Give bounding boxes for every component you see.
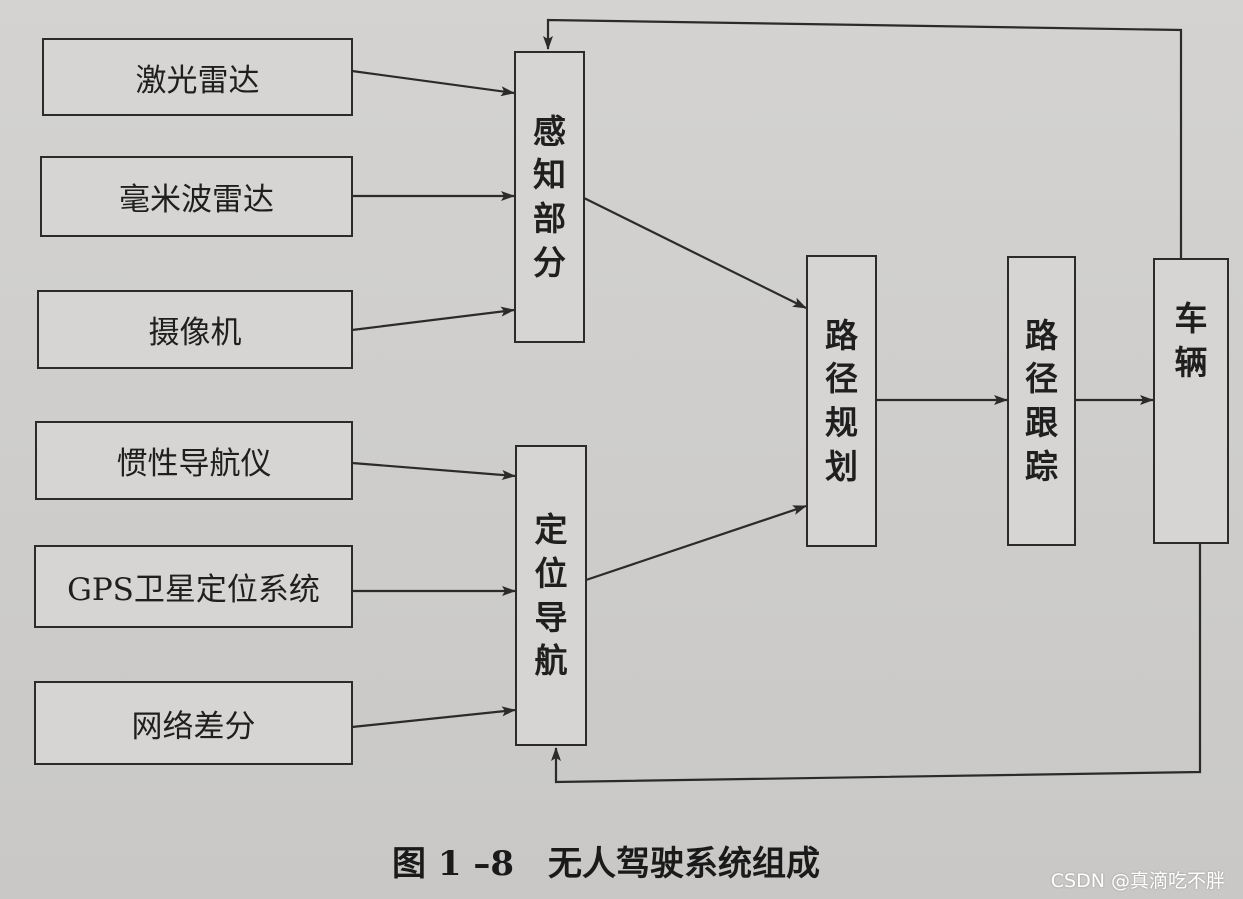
- box-lidar: 激光雷达: [42, 38, 353, 116]
- arrow-perception-to-planning: [583, 197, 807, 309]
- arrow-ins-to-localization: [351, 461, 516, 480]
- box-mmwave-radar: 毫米波雷达: [40, 156, 353, 237]
- feedback-vehicle-to-perception: [543, 18, 1183, 258]
- arrow-camera-to-perception: [351, 306, 515, 332]
- box-localization: 定位导航: [515, 445, 587, 746]
- figure-caption: 图 1 –8 无人驾驶系统组成: [392, 844, 820, 884]
- label-gps: GPS卫星定位系统: [67, 572, 320, 608]
- box-network-diff: 网络差分: [34, 681, 353, 765]
- box-gps: GPS卫星定位系统: [34, 545, 353, 628]
- arrow-localization-to-planning: [585, 504, 807, 582]
- label-ins: 惯性导航仪: [116, 446, 272, 482]
- label-mmwave-radar: 毫米波雷达: [119, 182, 274, 218]
- label-network-diff: 网络差分: [131, 708, 256, 745]
- box-camera: 摄像机: [37, 290, 353, 369]
- box-path-tracking: 路径跟踪: [1007, 256, 1076, 546]
- feedback-vehicle-to-localization: [551, 543, 1202, 784]
- label-perception: 感知部分: [532, 111, 566, 282]
- arrow-lidar-to-perception: [351, 69, 515, 97]
- label-path-planning: 路径规划: [824, 315, 858, 486]
- label-vehicle: 车辆: [1174, 299, 1208, 382]
- watermark: CSDN @真滴吃不胖: [1050, 870, 1225, 892]
- label-lidar: 激光雷达: [135, 62, 260, 99]
- box-ins: 惯性导航仪: [35, 421, 353, 500]
- label-path-tracking: 路径跟踪: [1024, 315, 1058, 486]
- box-path-planning: 路径规划: [806, 255, 877, 547]
- arrow-network-to-localization: [351, 706, 516, 729]
- label-camera: 摄像机: [148, 315, 242, 351]
- label-localization: 定位导航: [534, 510, 568, 681]
- box-vehicle: 车辆: [1153, 258, 1229, 544]
- box-perception: 感知部分: [514, 51, 585, 343]
